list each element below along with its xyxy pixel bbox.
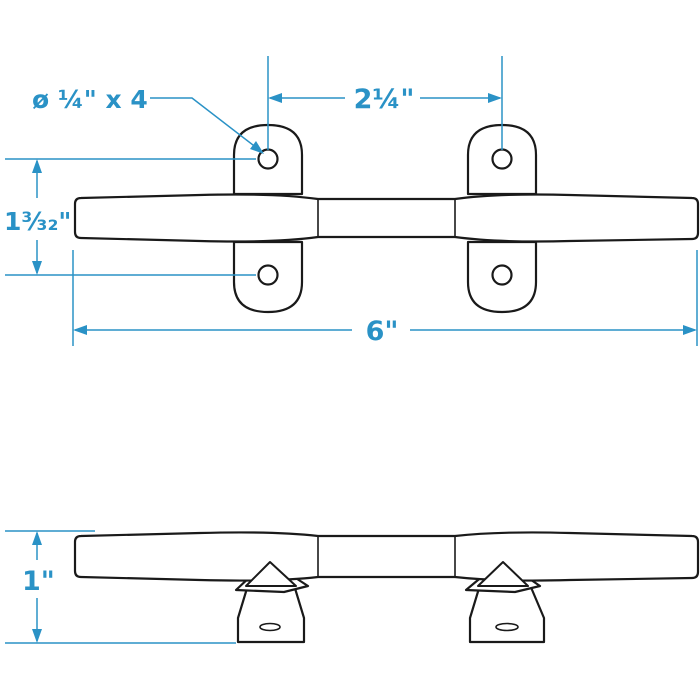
arrowhead xyxy=(32,629,42,643)
arrowhead xyxy=(32,531,42,545)
callout-leader xyxy=(150,97,263,153)
overall-length-label: 6" xyxy=(366,316,399,347)
cleat-horn-top xyxy=(73,193,700,243)
left-leg-front xyxy=(245,561,297,587)
side-view xyxy=(73,531,700,644)
arrowhead xyxy=(32,159,42,173)
arrowhead xyxy=(73,325,87,335)
mounting-hole xyxy=(257,264,279,286)
arrowhead xyxy=(683,325,697,335)
cleat-horn-side xyxy=(73,531,700,582)
dimensions: 2¼" ø ¼" x 4 1³⁄₃₂" 6" 1" xyxy=(4,56,698,644)
left-base xyxy=(236,583,306,644)
mounting-hole xyxy=(491,148,513,170)
hole-spacing-label: 2¼" xyxy=(354,84,415,115)
right-leg-front xyxy=(477,561,529,587)
base-slot xyxy=(495,622,519,632)
arrowhead xyxy=(268,93,282,103)
arrowhead xyxy=(488,93,502,103)
top-view xyxy=(73,123,700,314)
base-slot xyxy=(259,622,281,632)
mounting-hole xyxy=(491,264,513,286)
right-base xyxy=(468,583,546,644)
side-height-label: 1" xyxy=(22,566,55,597)
hole-callout-label: ø ¼" x 4 xyxy=(32,85,148,114)
top-height-label: 1³⁄₃₂" xyxy=(4,207,71,236)
arrowhead xyxy=(250,141,264,154)
arrowhead xyxy=(32,261,42,275)
